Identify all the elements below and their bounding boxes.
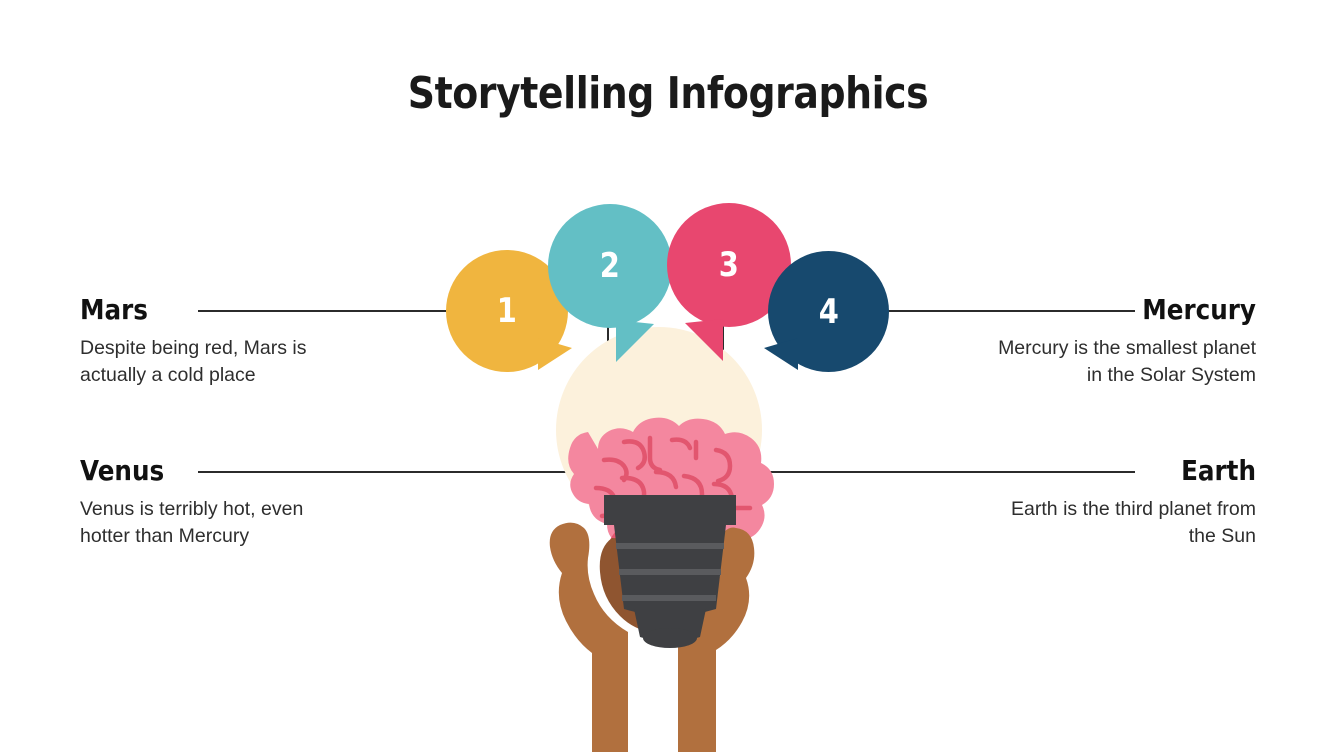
bulb-base-icon <box>604 495 736 648</box>
item-venus-body: Venus is terribly hot, even hotter than … <box>80 498 304 548</box>
bubble-2-tail <box>616 320 654 362</box>
bubble-1[interactable]: 1 <box>446 250 572 372</box>
bubble-3-number: 3 <box>718 245 740 285</box>
item-mars-heading: Mars <box>80 293 148 326</box>
item-mercury-heading: Mercury <box>1142 293 1256 326</box>
item-earth-body: Earth is the third planet from the Sun <box>1011 498 1256 548</box>
item-mars: Mars Despite being red, Mars is actually… <box>80 295 345 389</box>
hand-icon <box>549 522 628 752</box>
bubble-1-tail <box>538 338 572 370</box>
page-title: Storytelling Infographics <box>407 68 929 119</box>
item-venus-heading: Venus <box>80 454 165 487</box>
connector-line-earth <box>722 471 1135 473</box>
item-mercury-body: Mercury is the smallest planet in the So… <box>998 337 1256 387</box>
bubble-3-tail <box>685 319 723 361</box>
lightbulb-brain-hand-illustration <box>549 417 774 752</box>
connector-line-mercury <box>888 310 1135 312</box>
connector-line-mars <box>198 310 446 312</box>
bubble-4-number: 4 <box>818 291 839 332</box>
item-earth-heading: Earth <box>1181 454 1256 487</box>
item-earth: Earth Earth is the third planet from the… <box>981 456 1256 550</box>
connector-line-venus <box>198 471 609 473</box>
bubble-2[interactable]: 2 <box>548 204 672 362</box>
bubble-1-number: 1 <box>496 291 518 331</box>
hand-front-fingers <box>678 527 755 752</box>
bubble-4-tail <box>764 338 798 370</box>
item-mars-body: Despite being red, Mars is actually a co… <box>80 337 307 387</box>
bubble-4[interactable]: 4 <box>764 251 889 372</box>
item-mercury: Mercury Mercury is the smallest planet i… <box>981 295 1256 389</box>
bubble-2-number: 2 <box>599 246 621 286</box>
item-venus: Venus Venus is terribly hot, even hotter… <box>80 456 345 550</box>
